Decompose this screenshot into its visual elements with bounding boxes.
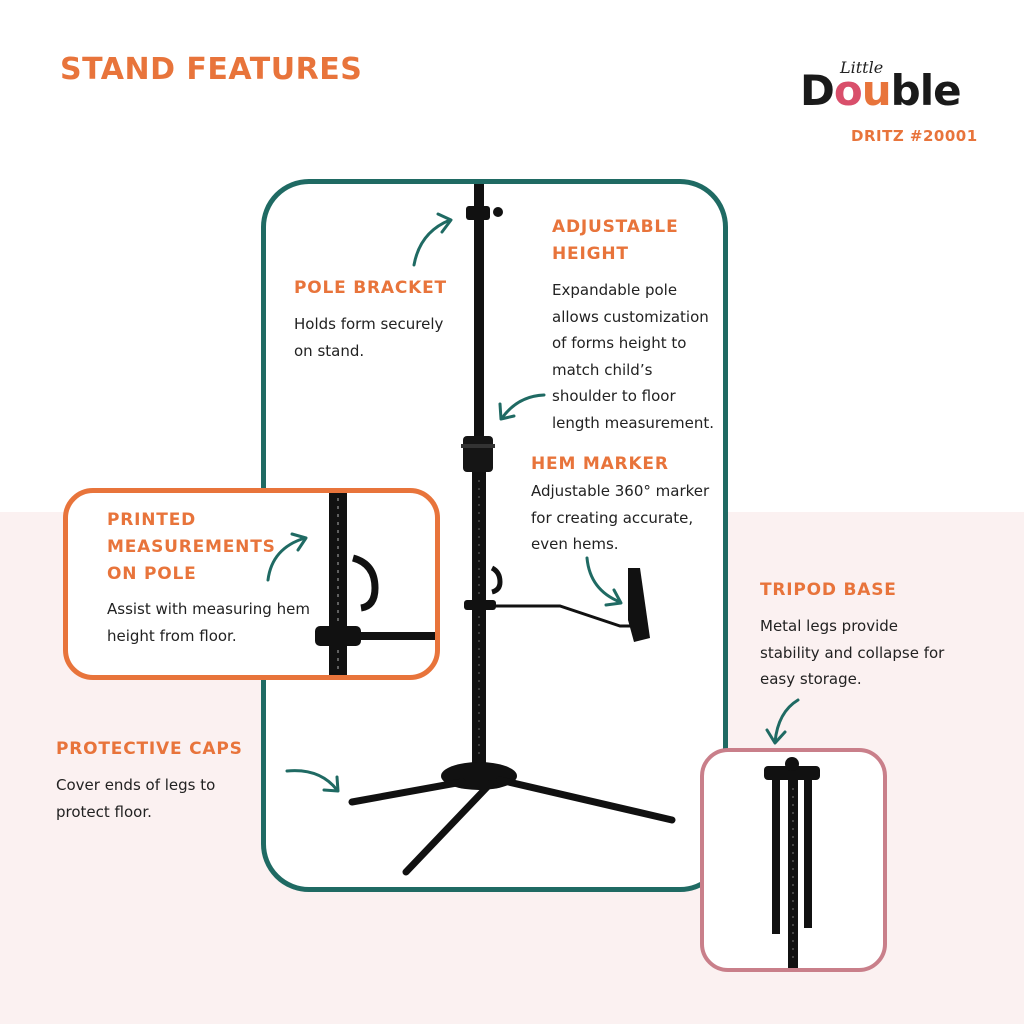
protective-caps-heading: PROTECTIVE CAPS <box>56 739 243 759</box>
adjustable-height-arrow-icon <box>498 393 546 421</box>
tripod-base-arrow-icon <box>765 698 800 745</box>
printed-measurements-description: Assist with measuring hem height from fl… <box>107 596 310 649</box>
adjustable-height-line: length measurement. <box>552 413 714 432</box>
tripod-leg-left <box>348 778 466 806</box>
measurement-closeup-illustration <box>315 493 435 675</box>
hem-marker-line: even hems. <box>531 535 619 553</box>
pole-bracket-line: Holds form securely <box>294 315 444 333</box>
pole-bracket-knob <box>493 207 503 217</box>
logo-little-text: Little <box>840 58 884 77</box>
printed-measurements-line: Assist with measuring hem <box>107 600 310 618</box>
protective-caps-line: protect floor. <box>56 802 152 821</box>
brand-logo: Little Double <box>800 58 970 120</box>
product-sku: DRITZ #20001 <box>851 127 978 145</box>
adjustable-height-heading: ADJUSTABLE HEIGHT <box>552 214 678 268</box>
logo-letter-d: D <box>800 66 835 115</box>
closeup-collar <box>315 626 361 646</box>
hem-marker-line: Adjustable 360° marker <box>531 482 710 500</box>
tripod-base-heading: TRIPOD BASE <box>760 580 897 600</box>
printed-measurements-inset <box>63 488 440 680</box>
hem-marker-collar <box>464 600 496 610</box>
hem-marker-description: Adjustable 360° marker for creating accu… <box>531 478 709 558</box>
pole-bracket-description: Holds form securely on stand. <box>294 311 443 364</box>
adjustable-height-description: Expandable pole allows customization of … <box>552 277 714 436</box>
protective-caps-line: Cover ends of legs to <box>56 776 216 794</box>
logo-letters-ble: ble <box>890 66 962 115</box>
folded-hub <box>764 766 820 780</box>
pole-bracket-line: on stand. <box>294 341 365 360</box>
printed-measurements-heading-line: PRINTED <box>107 510 197 530</box>
folded-tripod-illustration <box>764 757 820 968</box>
protective-caps-arrow-icon <box>285 769 340 793</box>
tripod-base-line: Metal legs provide <box>760 617 899 635</box>
adjustable-height-line: match child’s <box>552 360 653 379</box>
adjustable-height-line: allows customization <box>552 307 709 326</box>
tripod-leg-front <box>402 780 494 876</box>
hem-marker-line: for creating accurate, <box>531 508 694 527</box>
tripod-base-description: Metal legs provide stability and collaps… <box>760 613 944 693</box>
printed-measurements-heading: PRINTED MEASUREMENTS ON POLE <box>107 507 276 588</box>
logo-letter-o: o <box>833 66 863 115</box>
hem-marker-hook <box>490 565 503 595</box>
printed-measurements-arrow-icon <box>266 532 308 582</box>
adjustable-height-heading-line: ADJUSTABLE <box>552 217 679 237</box>
pole-bracket-clamp <box>466 206 490 220</box>
adjustable-height-heading-line: HEIGHT <box>552 244 629 264</box>
tripod-base-line: easy storage. <box>760 670 862 688</box>
upper-pole <box>474 184 484 439</box>
printed-measurements-heading-line: ON POLE <box>107 564 197 584</box>
lower-pole <box>472 472 486 772</box>
closeup-hook <box>351 554 379 612</box>
hem-marker-clip <box>628 568 650 642</box>
hem-marker-heading: HEM MARKER <box>531 454 669 474</box>
logo-letter-u: u <box>861 66 892 115</box>
height-collar-ring <box>461 444 495 448</box>
adjustable-height-line: shoulder to floor <box>552 387 676 405</box>
printed-measurements-heading-line: MEASUREMENTS <box>107 537 276 557</box>
tripod-leg-right <box>496 776 676 824</box>
hem-marker-arrow-icon <box>585 556 623 607</box>
pole-bracket-heading: POLE BRACKET <box>294 278 447 298</box>
tripod-base-line: stability and collapse for <box>760 643 945 662</box>
folded-leg-1 <box>772 780 780 934</box>
printed-measurements-line: height from floor. <box>107 626 237 645</box>
logo-double-text: Double <box>800 66 962 115</box>
folded-leg-3 <box>804 780 812 928</box>
page-title: STAND FEATURES <box>60 52 363 87</box>
folded-leg-2 <box>788 780 798 968</box>
closeup-arm <box>359 632 435 640</box>
folded-hub-cap <box>785 757 799 771</box>
adjustable-height-line: Expandable pole <box>552 281 678 299</box>
protective-caps-description: Cover ends of legs to protect floor. <box>56 772 215 825</box>
adjustable-height-line: of forms height to <box>552 334 687 352</box>
hem-marker-arm <box>496 604 636 628</box>
pole-bracket-arrow-icon <box>412 212 453 267</box>
tripod-folded-inset <box>700 748 887 972</box>
